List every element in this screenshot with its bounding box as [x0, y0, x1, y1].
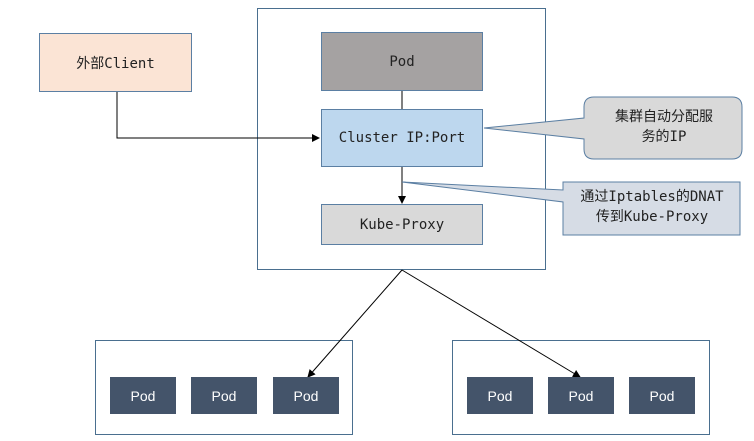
callout-dnat-text: 通过Iptables的DNAT 传到Kube-Proxy [566, 187, 738, 227]
callout-cluster-ip-line1: 集群自动分配服 [615, 109, 713, 125]
callout-dnat-shape [401, 181, 741, 236]
right-pod-2: Pod [548, 377, 614, 414]
left-pod-2: Pod [191, 377, 257, 414]
kube-proxy-node: Kube-Proxy [321, 204, 483, 245]
callout-cluster-ip-shape [483, 96, 743, 160]
service-to-right-pod-arrow [401, 269, 581, 378]
right-pod-1: Pod [467, 377, 533, 414]
pod-node: Pod [321, 32, 483, 91]
left-pod-3: Pod [273, 377, 339, 414]
client-to-cluster-arrow [116, 92, 320, 142]
left-pod-1: Pod [110, 377, 176, 414]
callout-cluster-ip-text: 集群自动分配服 务的IP [590, 107, 738, 147]
cluster-ip-node: Cluster IP:Port [321, 109, 483, 167]
callout-cluster-ip-line2: 务的IP [641, 129, 687, 145]
service-to-left-pod-arrow [307, 269, 403, 378]
right-pod-3: Pod [629, 377, 695, 414]
external-client-node: 外部Client [39, 33, 192, 92]
callout-dnat-line2: 传到Kube-Proxy [595, 209, 709, 225]
callout-dnat-line1: 通过Iptables的DNAT [580, 189, 724, 205]
